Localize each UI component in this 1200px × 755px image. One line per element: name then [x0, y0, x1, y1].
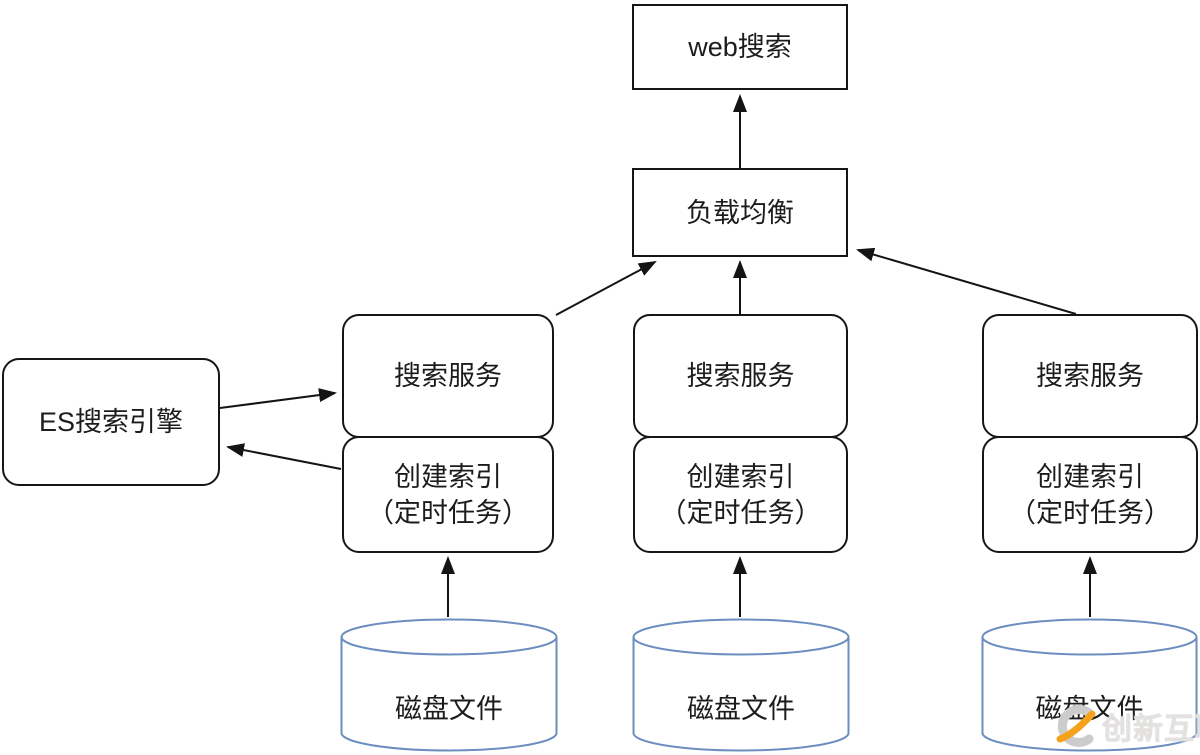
edge-idx1-to-es — [226, 443, 342, 470]
search-service-label: 搜索服务 — [394, 361, 502, 391]
node-es-engine: ES搜索引擎 — [2, 358, 220, 486]
watermark: 创新互联 — [1052, 704, 1200, 748]
cylinder-disk-file-1: 磁盘文件 — [340, 617, 558, 754]
node-search-service-2: 搜索服务 — [633, 314, 848, 438]
disk-file-label: 磁盘文件 — [687, 694, 795, 724]
create-index-label: 创建索引 （定时任务） — [1009, 461, 1171, 528]
watermark-logo-icon — [1056, 705, 1096, 747]
search-service-label: 搜索服务 — [1036, 361, 1144, 391]
node-load-balancer: 负载均衡 — [632, 168, 848, 257]
edge-svc1-to-lb — [555, 261, 657, 316]
cylinder-shape — [981, 618, 1198, 752]
create-index-label: 创建索引 （定时任务） — [659, 461, 822, 528]
node-create-index-2: 创建索引 （定时任务） — [633, 436, 848, 553]
node-create-index-3: 创建索引 （定时任务） — [982, 436, 1198, 553]
disk-file-label: 磁盘文件 — [395, 694, 503, 724]
edge-svc3-to-lb — [856, 247, 1077, 315]
search-service-label: 搜索服务 — [686, 361, 795, 391]
create-index-label: 创建索引 （定时任务） — [367, 461, 529, 528]
web-search-label: web搜索 — [688, 32, 792, 62]
node-create-index-1: 创建索引 （定时任务） — [342, 436, 554, 553]
node-web-search: web搜索 — [632, 4, 848, 90]
node-search-service-1: 搜索服务 — [342, 314, 554, 438]
load-balancer-label: 负载均衡 — [686, 197, 794, 228]
watermark-text: 创新互联 — [1102, 713, 1200, 746]
cylinder-shape — [632, 618, 850, 752]
edge-es-to-svc1 — [219, 388, 337, 409]
node-search-service-3: 搜索服务 — [982, 314, 1198, 438]
cylinder-shape — [340, 618, 558, 752]
cylinder-disk-file-2: 磁盘文件 — [632, 617, 850, 754]
cylinder-disk-file-3: 磁盘文件 — [981, 617, 1198, 754]
es-engine-label: ES搜索引擎 — [38, 407, 184, 437]
